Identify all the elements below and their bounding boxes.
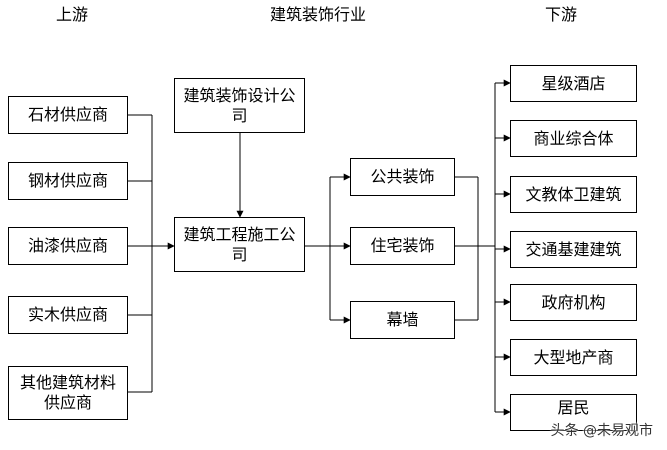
header-downstream: 下游 [545, 5, 578, 24]
watermark: 头条 @未易观市 [550, 423, 653, 439]
client-real-estate: 大型地产商 [510, 339, 637, 376]
client-education-health: 文教体卫建筑 [510, 176, 637, 213]
supplier-steel: 钢材供应商 [8, 162, 128, 200]
client-star-hotel: 星级酒店 [510, 65, 637, 102]
design-company-box: 建筑装饰设计公司 [174, 78, 305, 133]
client-government: 政府机构 [510, 284, 637, 321]
client-commercial-complex: 商业综合体 [510, 120, 637, 157]
construction-company-box: 建筑工程施工公司 [174, 217, 305, 272]
decoration-residential: 住宅装饰 [350, 227, 455, 265]
supplier-stone: 石材供应商 [8, 96, 128, 134]
supplier-other: 其他建筑材料供应商 [8, 366, 128, 420]
header-industry: 建筑装饰行业 [270, 5, 367, 24]
decoration-public: 公共装饰 [350, 158, 455, 196]
client-residents: 居民 [510, 394, 637, 431]
supplier-wood: 实木供应商 [8, 296, 128, 334]
supplier-paint: 油漆供应商 [8, 227, 128, 265]
header-upstream: 上游 [56, 5, 89, 24]
client-transport-infra: 交通基建建筑 [510, 231, 637, 268]
decoration-curtain-wall: 幕墙 [350, 301, 455, 339]
